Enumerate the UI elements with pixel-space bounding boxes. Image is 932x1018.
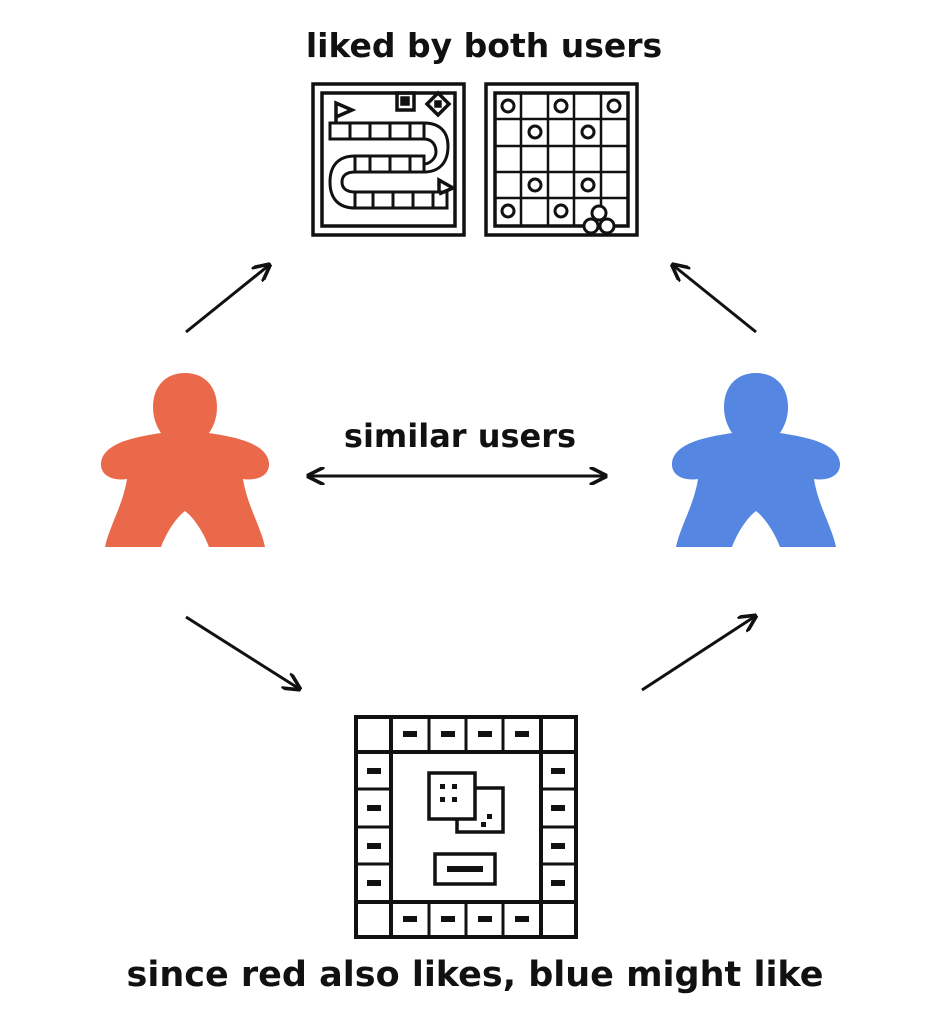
checkers-board-icon — [484, 82, 639, 237]
bottom-label: since red also likes, blue might like — [126, 955, 824, 995]
middle-label: similar users — [343, 417, 577, 455]
snakes-and-ladders-board-icon — [311, 82, 466, 237]
arrow-blue-to-liked — [674, 266, 757, 334]
red-meeple-icon — [100, 373, 270, 547]
top-label: liked by both users — [305, 26, 663, 65]
monopoly-board-icon — [354, 715, 578, 939]
arrow-red-to-recommended — [185, 615, 298, 688]
arrow-recommended-to-blue — [641, 617, 754, 692]
arrow-red-to-liked — [185, 266, 268, 334]
blue-meeple-icon — [671, 373, 841, 547]
